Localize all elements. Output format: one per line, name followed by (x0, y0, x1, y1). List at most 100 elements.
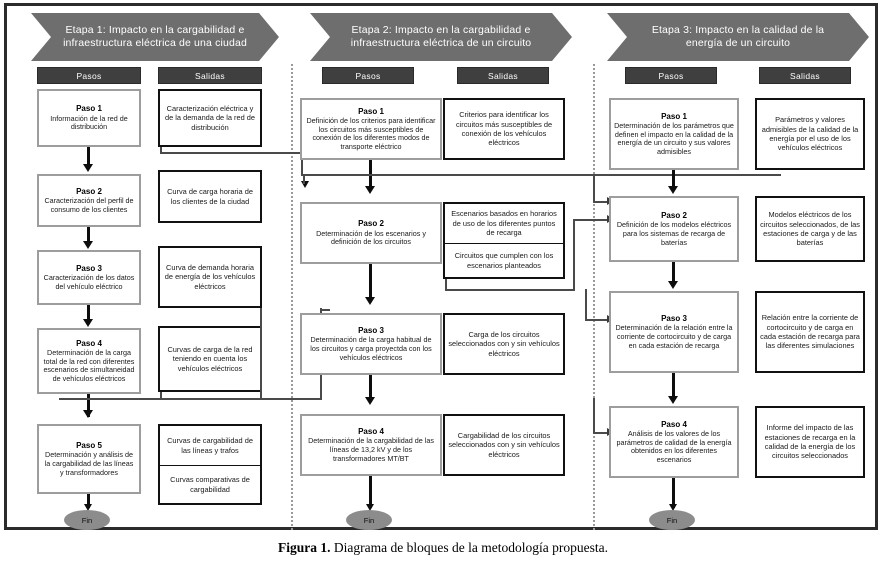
connector-e3-p3-p4 (672, 373, 675, 399)
column-separator-2 (593, 64, 595, 530)
step-body: Definición de los criterios para identif… (306, 116, 436, 151)
crosslink-e1-out1-h (160, 152, 303, 154)
step-body: Análisis de los valores de los parámetro… (616, 429, 732, 464)
crosslink-e1-out4-h2 (260, 398, 322, 400)
crosslink-e1-out4-stub (160, 392, 162, 400)
step-body: Determinación de los escenarios y defini… (316, 228, 426, 247)
arrowhead-e2-fin (366, 504, 374, 511)
connector-e1-p4-p5 (87, 394, 90, 417)
output-box-e2-4[interactable]: Carga de los circuitos seleccionados con… (443, 313, 565, 375)
output-box-e3-1[interactable]: Parámetros y valores admisibles de la ca… (755, 98, 865, 170)
crosslink-e1-to-e3-h (593, 201, 609, 203)
figure-caption-text: Diagrama de bloques de la metodología pr… (333, 540, 608, 555)
step-title: Paso 2 (76, 186, 102, 196)
step-box-e2-p1[interactable]: Paso 1 Definición de los criterios para … (300, 98, 442, 160)
output-box-e1-3[interactable]: Curva de demanda horaria de energía de l… (158, 246, 262, 308)
step-body: Determinación de la relación entre la co… (615, 323, 733, 350)
header-pasos-etapa-2: Pasos (322, 67, 414, 84)
output-body: Curva de demanda horaria de energía de l… (164, 262, 256, 291)
connector-e3-p1-p2 (672, 170, 675, 190)
arrowhead-e3-p1-p2 (668, 186, 678, 194)
crosslink-e2-out23-h2 (573, 219, 609, 221)
connector-e2-p4-fin (369, 476, 372, 508)
arrowhead-e1-p3-p4 (83, 319, 93, 327)
header-salidas-etapa-1: Salidas (158, 67, 262, 84)
output-box-e1-4[interactable]: Curvas de carga de la red teniendo en cu… (158, 326, 262, 392)
banner-etapa-2: Etapa 2: Impacto en la cargabilidad e in… (310, 13, 572, 61)
connector-e1-p5-fin (87, 494, 90, 508)
arrowhead-e2-into-p2-left (301, 181, 309, 188)
step-box-e2-p3[interactable]: Paso 3 Determinación de la carga habitua… (300, 313, 442, 375)
connector-e1-p3-p4 (87, 305, 90, 321)
arrowhead-e2-p3-p4 (365, 397, 375, 405)
banner-etapa-3: Etapa 3: Impacto en la calidad de la ene… (607, 13, 869, 61)
output-box-e2-5[interactable]: Cargabilidad de los circuitos selecciona… (443, 414, 565, 476)
step-title: Paso 1 (358, 106, 384, 116)
figure-caption: Figura 1. Diagrama de bloques de la meto… (0, 540, 886, 556)
step-box-e1-p4[interactable]: Paso 4 Determinación de la carga total d… (37, 328, 141, 394)
output-body: Curva de carga horaria de los clientes d… (167, 187, 253, 206)
output-box-e3-3[interactable]: Relación entre la corriente de cortocirc… (755, 291, 865, 373)
output-box-e1-6[interactable]: Curvas comparativas de cargabilidad (158, 465, 262, 505)
diagram-frame: Etapa 1: Impacto en la cargabilidad e in… (4, 3, 878, 530)
arrowhead-e1-p4-p5 (83, 410, 93, 418)
step-title: Paso 1 (661, 111, 687, 121)
crosslink-e2-out5-v (593, 398, 595, 434)
output-body: Informe del impacto de las estaciones de… (764, 423, 856, 461)
step-box-e3-p2[interactable]: Paso 2 Definición de los modelos eléctri… (609, 196, 739, 262)
arrowhead-e3-p3-p4 (668, 396, 678, 404)
output-box-e1-1[interactable]: Caracterización eléctrica y de la demand… (158, 89, 262, 147)
arrowhead-e1-fin (84, 504, 92, 511)
step-title: Paso 2 (661, 210, 687, 220)
step-title: Paso 4 (358, 426, 384, 436)
output-body: Criterios para identificar los circuitos… (455, 110, 553, 148)
output-body: Relación entre la corriente de cortocirc… (760, 313, 860, 351)
output-box-e1-2[interactable]: Curva de carga horaria de los clientes d… (158, 170, 262, 223)
column-separator-1 (291, 64, 293, 530)
step-body: Determinación y análisis de la cargabili… (44, 450, 134, 477)
step-box-e3-p4[interactable]: Paso 4 Análisis de los valores de los pa… (609, 406, 739, 478)
step-title: Paso 1 (76, 104, 102, 114)
step-body: Caracterización de los datos del vehícul… (43, 273, 135, 291)
step-body: Información de la red de distribución (50, 113, 128, 132)
output-box-e3-2[interactable]: Modelos eléctricos de los circuitos sele… (755, 196, 865, 262)
step-box-e2-p4[interactable]: Paso 4 Determinación de la cargabilidad … (300, 414, 442, 476)
crosslink-e2-out5-h (593, 432, 609, 434)
header-salidas-etapa-2: Salidas (457, 67, 549, 84)
arrowhead-e2-p1-p2 (365, 186, 375, 194)
output-box-e2-3[interactable]: Circuitos que cumplen con los escenarios… (443, 243, 565, 279)
step-title: Paso 3 (661, 313, 687, 323)
step-title: Paso 3 (76, 263, 102, 273)
crosslink-e2-out4-h (585, 319, 609, 321)
step-box-e3-p3[interactable]: Paso 3 Determinación de la relación entr… (609, 291, 739, 373)
arrowhead-e2-p2-p3 (365, 297, 375, 305)
arrowhead-e3-p2-p3 (668, 281, 678, 289)
output-box-e2-2[interactable]: Escenarios basados en horarios de uso de… (443, 202, 565, 244)
crosslink-e1-out4-h (59, 398, 262, 400)
step-title: Paso 5 (76, 440, 102, 450)
output-box-e1-5[interactable]: Curvas de cargabilidad de las líneas y t… (158, 424, 262, 466)
crosslink-e1-bus-top (301, 174, 593, 176)
step-box-e1-p1[interactable]: Paso 1 Información de la red de distribu… (37, 89, 141, 147)
step-box-e1-p2[interactable]: Paso 2 Caracterización del perfil de con… (37, 174, 141, 227)
output-body: Circuitos que cumplen con los escenarios… (454, 251, 554, 270)
output-body: Carga de los circuitos seleccionados con… (448, 329, 560, 358)
crosslink-e1-out1-v (301, 152, 303, 176)
output-body: Curvas de cargabilidad de las líneas y t… (167, 436, 253, 455)
step-box-e3-p1[interactable]: Paso 1 Determinación de los parámetros q… (609, 98, 739, 170)
connector-e3-p4-fin (672, 478, 675, 508)
output-box-e2-1[interactable]: Criterios para identificar los circuitos… (443, 98, 565, 160)
crosslink-e1-out1-stub (160, 147, 162, 154)
banner-etapa-1: Etapa 1: Impacto en la cargabilidad e in… (31, 13, 279, 61)
step-box-e2-p2[interactable]: Paso 2 Determinación de los escenarios y… (300, 202, 442, 264)
crosslink-e1-out1-drop (303, 174, 305, 184)
step-title: Paso 4 (661, 419, 687, 429)
terminator-e2: Fin (346, 510, 392, 530)
step-box-e1-p5[interactable]: Paso 5 Determinación y análisis de la ca… (37, 424, 141, 494)
step-box-e1-p3[interactable]: Paso 3 Caracterización de los datos del … (37, 250, 141, 305)
header-pasos-etapa-1: Pasos (37, 67, 141, 84)
step-body: Determinación de la carga habitual de lo… (310, 335, 432, 362)
output-box-e3-4[interactable]: Informe del impacto de las estaciones de… (755, 406, 865, 478)
arrowhead-e1-p1-p2 (83, 164, 93, 172)
output-body: Parámetros y valores admisibles de la ca… (761, 115, 859, 153)
